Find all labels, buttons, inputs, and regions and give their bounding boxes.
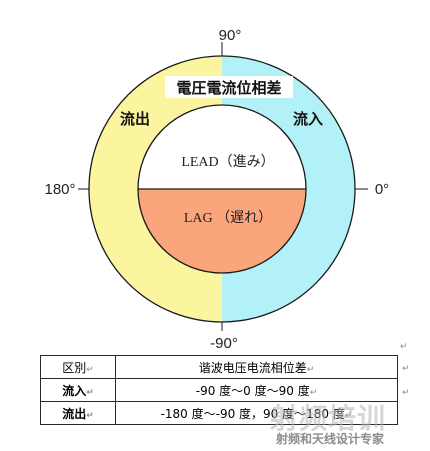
watermark-tagline: 射频和天线设计专家 [276,432,385,446]
phase-diagram: 電圧電流位相差 流出 流入 LEAD（進み） LAG （遅れ） 90° -90°… [44,27,389,352]
label-inflow: 流入 [293,110,323,128]
angle-180: 180° [44,181,75,198]
angle-minus-90: -90° [210,335,238,352]
paragraph-mark: ↵ [402,364,410,374]
table-row: 流出↵ -180 度～-90 度，90 度～180 度↵ [40,401,398,425]
table-row: 流入↵ -90 度～0 度～90 度↵ [40,378,398,402]
label-outflow: 流出 [120,110,150,128]
angle-90: 90° [219,27,242,44]
table-header-category: 区別↵ [40,355,116,379]
angle-0: 0° [375,181,389,198]
title-box [165,76,293,98]
label-lead: LEAD（進み） [181,154,274,170]
table-header-row: 区別↵ 谐波电压电流相位差↵ [40,355,398,379]
paragraph-mark: ↵ [402,388,410,398]
diagram-title: 電圧電流位相差 [176,79,281,97]
table-cell-label: 流出↵ [40,401,116,425]
paragraph-mark: ↵ [400,342,408,352]
phase-table: 区別↵ 谐波电压电流相位差↵ 流入↵ -90 度～0 度～90 度↵ 流出↵ -… [40,355,398,425]
watermark-brand: 射频培训 [270,402,387,435]
table-header-phase: 谐波电压电流相位差↵ [115,355,398,379]
table-cell-value: -180 度～-90 度，90 度～180 度↵ [115,401,398,425]
table-cell-value: -90 度～0 度～90 度↵ [115,378,398,402]
label-lag: LAG （遅れ） [184,210,272,226]
table-cell-label: 流入↵ [40,378,116,402]
outer-circle [88,55,356,323]
